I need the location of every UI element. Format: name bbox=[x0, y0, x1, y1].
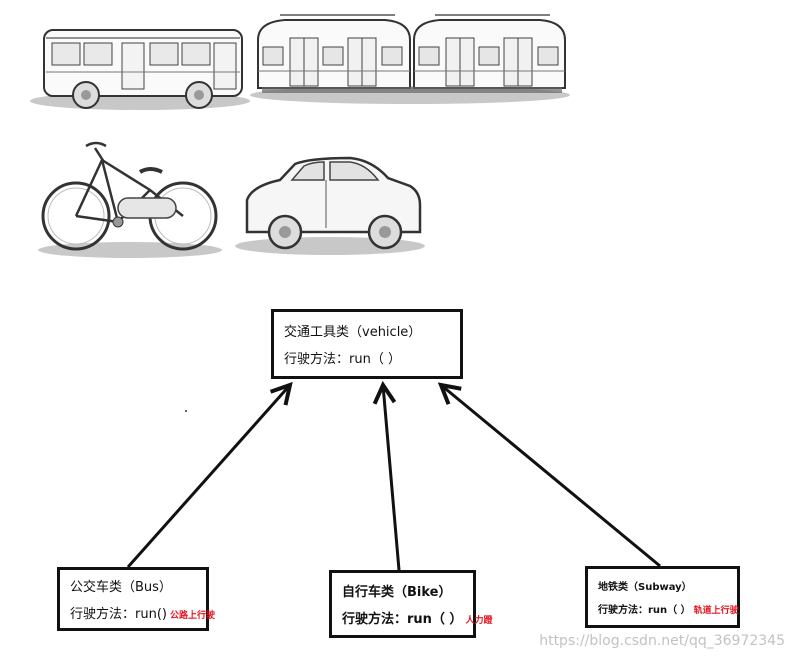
bike-class-note: 人力蹬 bbox=[465, 616, 493, 626]
subway-class-method-row: 行驶方法：run（ ） 轨道上行驶 bbox=[598, 601, 739, 616]
vehicle-class-title: 交通工具类（vehicle） bbox=[284, 325, 422, 340]
inherit-arrow-bus bbox=[126, 385, 290, 568]
subway-class-title: 地铁类（Subway） bbox=[598, 582, 692, 593]
bus-class-box: 公交车类（Bus） 行驶方法：run() 公路上行驶 bbox=[57, 567, 215, 631]
inherit-arrow-subway bbox=[441, 385, 661, 568]
bus-class-title: 公交车类（Bus） bbox=[70, 580, 172, 595]
subway-class-note: 轨道上行驶 bbox=[693, 606, 739, 616]
bus-class-note: 公路上行驶 bbox=[169, 611, 215, 621]
stray-dot bbox=[185, 410, 187, 412]
subway-train-illustration bbox=[250, 14, 570, 104]
bike-class-box: 自行车类（Bike） 行驶方法：run（ ） 人力蹬 bbox=[329, 570, 492, 638]
bike-class-method-row: 行驶方法：run（ ） 人力蹬 bbox=[342, 608, 492, 627]
vehicle-class-method: 行驶方法：run（ ） bbox=[284, 352, 401, 367]
bike-class-method: 行驶方法：run（ ） bbox=[342, 612, 463, 627]
bus-class-method: 行驶方法：run() bbox=[70, 607, 167, 622]
subway-class-method: 行驶方法：run（ ） bbox=[598, 605, 691, 616]
subway-class-box: 地铁类（Subway） 行驶方法：run（ ） 轨道上行驶 bbox=[585, 566, 740, 628]
inherit-arrow-bike bbox=[383, 385, 401, 571]
bike-class-title: 自行车类（Bike） bbox=[342, 585, 452, 600]
bus-class-method-row: 行驶方法：run() 公路上行驶 bbox=[70, 603, 215, 622]
bus-illustration bbox=[30, 29, 250, 110]
car-illustration bbox=[235, 156, 425, 255]
bicycle-illustration bbox=[38, 141, 222, 258]
vehicle-class-box: 交通工具类（vehicle） 行驶方法：run（ ） bbox=[271, 309, 463, 379]
watermark-text: https://blog.csdn.net/qq_36972345 bbox=[539, 633, 785, 649]
